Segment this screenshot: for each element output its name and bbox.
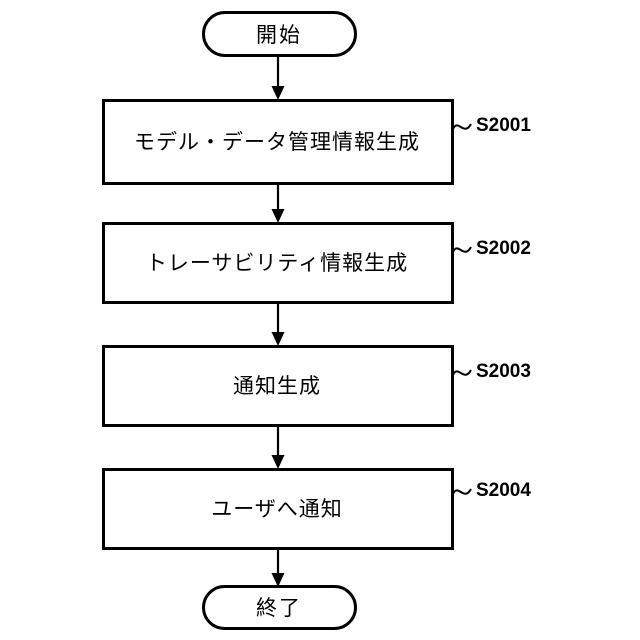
node-label-s2001: モデル・データ管理情報生成 — [134, 130, 420, 154]
connector-s2002-to-s2003 — [271, 302, 285, 346]
leader-squiggle-s2002 — [452, 246, 472, 253]
node-shape-start[interactable] — [202, 11, 357, 57]
connector-s2001-to-s2002 — [271, 183, 285, 223]
node-shape-s2001[interactable] — [102, 99, 454, 185]
node-label-s2004: ユーザへ通知 — [211, 497, 343, 521]
node-label-s2003: 通知生成 — [233, 374, 321, 398]
connector-s2003-to-s2004 — [271, 425, 285, 469]
step-label-s2001: S2001 — [476, 115, 531, 136]
node-label-end: 終了 — [256, 596, 302, 620]
node-label-s2002: トレーサビリティ情報生成 — [145, 251, 409, 275]
node-shape-s2002[interactable] — [102, 222, 454, 304]
node-shape-s2003[interactable] — [102, 345, 454, 427]
node-label-start: 開始 — [256, 22, 302, 47]
step-label-s2003: S2003 — [476, 361, 531, 382]
node-shape-end[interactable] — [202, 585, 357, 630]
leader-squiggle-s2004 — [452, 488, 472, 495]
step-label-s2004: S2004 — [476, 480, 531, 501]
connector-s2004-to-end — [271, 548, 285, 587]
step-label-s2002: S2002 — [476, 238, 531, 259]
connector-start-to-s2001 — [271, 55, 285, 100]
leader-squiggle-s2003 — [452, 369, 472, 376]
leader-squiggle-s2001 — [452, 123, 472, 130]
